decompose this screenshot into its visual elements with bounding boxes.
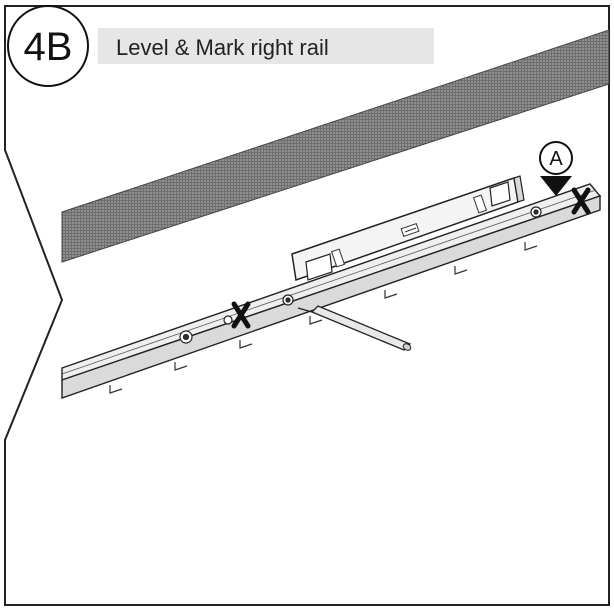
step-number: 4B xyxy=(24,25,73,69)
step-badge xyxy=(7,5,89,87)
spirit-level xyxy=(291,175,525,282)
step-header: Level & Mark right rail 4B xyxy=(7,5,434,87)
screw xyxy=(179,206,542,344)
callout-a: A xyxy=(539,141,573,196)
step-title-band xyxy=(98,28,434,64)
mark-x xyxy=(231,187,591,329)
pencil xyxy=(297,305,412,351)
wall-band xyxy=(61,29,609,263)
callout-pin xyxy=(539,141,573,175)
rail xyxy=(61,183,602,399)
callout-label: A xyxy=(549,148,563,170)
step-title: Level & Mark right rail xyxy=(116,35,329,60)
